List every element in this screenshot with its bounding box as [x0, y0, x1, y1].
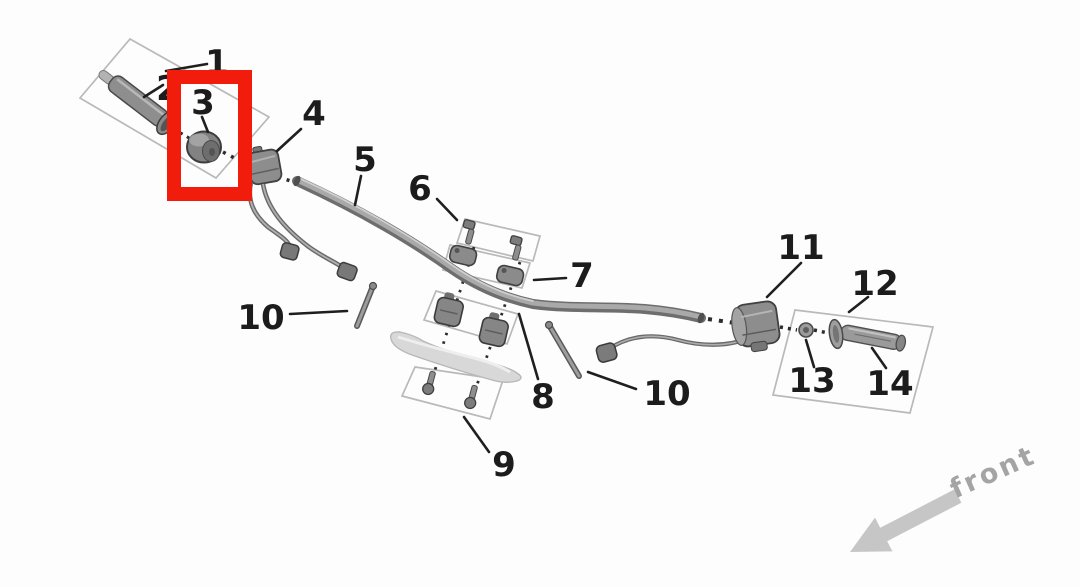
bridge-highlight — [397, 335, 511, 374]
bar-end-right — [697, 312, 705, 324]
handlebar-tube — [292, 176, 706, 323]
leader-12 — [847, 295, 870, 314]
left-switch-cables — [247, 181, 358, 282]
knob-center — [209, 148, 215, 156]
bolt-head — [422, 382, 435, 396]
clamp-hole — [501, 268, 507, 274]
pin-head — [544, 320, 554, 330]
dashed-axis-nut-grip — [813, 328, 829, 335]
knob-highlight — [189, 133, 209, 147]
tube-end-cap — [895, 334, 907, 352]
cable-1-connector — [279, 242, 300, 261]
leader-10-left — [288, 309, 349, 316]
leader-4 — [275, 127, 303, 153]
group-box-parts-1-3 — [78, 37, 271, 180]
part-11-throttle-housing — [731, 300, 781, 353]
bolt-head — [462, 219, 476, 231]
bolt-head — [509, 235, 523, 247]
callout-13[interactable]: 13 — [788, 361, 835, 401]
callout-10-right[interactable]: 10 — [643, 374, 690, 414]
handlebar-sheen — [294, 177, 704, 320]
dashed-axis-grip-knob — [173, 127, 190, 140]
callout-8[interactable]: 8 — [531, 377, 555, 417]
leader-1 — [164, 62, 209, 73]
throttle-cable — [595, 334, 747, 363]
cable-3-connector — [595, 342, 618, 363]
cable-3 — [607, 334, 747, 351]
part-3-bar-end-weight — [186, 130, 222, 164]
clamp-hole — [454, 248, 460, 254]
bar-end-left — [293, 175, 301, 187]
housing-facet-dark — [742, 328, 777, 336]
part-6-clamp-bolts — [462, 219, 523, 261]
highlight-box-part-3[interactable] — [167, 70, 252, 201]
bolt-head — [464, 396, 477, 410]
part-9-riser-bolts — [422, 370, 478, 410]
handlebar-glint — [298, 177, 534, 302]
pin-head — [368, 281, 378, 291]
leader-9 — [462, 415, 491, 454]
group-box-part-6 — [455, 218, 542, 263]
leader-8 — [517, 312, 540, 381]
dashed-axis-throttle-nut — [779, 325, 798, 332]
housing-facet-light — [740, 309, 773, 319]
callout-4[interactable]: 4 — [302, 94, 326, 134]
leader-10-right — [586, 370, 638, 391]
housing-facet-light — [250, 154, 276, 164]
front-arrow-icon — [850, 489, 962, 552]
callout-5[interactable]: 5 — [353, 140, 377, 180]
part-10-pin-left — [354, 281, 378, 329]
tube-flange-bore — [832, 325, 840, 343]
callout-9[interactable]: 9 — [492, 445, 516, 485]
callout-11[interactable]: 11 — [777, 228, 824, 268]
leader-2 — [142, 83, 165, 99]
leader-11 — [765, 261, 803, 299]
pin-body — [547, 323, 581, 378]
clamp-facet — [439, 309, 458, 315]
tube-ridge — [854, 333, 892, 342]
front-direction-indicator: front — [850, 440, 1041, 552]
group-box-part-8 — [422, 289, 520, 346]
part-5-handlebar — [292, 175, 706, 324]
leader-5 — [353, 174, 363, 207]
nut-bore — [803, 327, 809, 333]
part-13-ring-nut — [798, 322, 814, 338]
part-10-pin-right — [544, 320, 582, 379]
leader-7 — [532, 276, 568, 282]
leader-6 — [435, 197, 459, 222]
part-7-upper-clamps — [448, 244, 525, 287]
leader-14 — [870, 346, 888, 370]
callout-12[interactable]: 12 — [851, 264, 898, 304]
leader-3 — [200, 115, 210, 134]
leader-13 — [804, 338, 816, 369]
grip-highlight — [116, 78, 166, 117]
cable-2-connector — [336, 261, 358, 282]
tube-sheen — [848, 327, 896, 339]
front-label: front — [945, 440, 1041, 505]
dashed-axis-bar-throttle — [707, 317, 736, 325]
callout-7[interactable]: 7 — [570, 256, 594, 296]
clamp-facet — [484, 329, 503, 335]
housing-tab — [750, 340, 768, 353]
part-8-lower-clamps — [433, 292, 509, 348]
bolt-shaft — [512, 244, 522, 261]
callout-10-left[interactable]: 10 — [237, 298, 284, 338]
pin-body — [355, 284, 375, 328]
cable-2-sheen — [262, 183, 343, 268]
callout-6[interactable]: 6 — [408, 169, 432, 209]
group-box-part-9 — [400, 366, 505, 421]
callout-14[interactable]: 14 — [866, 364, 913, 404]
housing-facet-dark — [251, 167, 279, 175]
part-14-throttle-tube — [828, 318, 907, 352]
group-box-parts-12-14 — [771, 309, 935, 414]
bolt-shaft — [465, 228, 475, 245]
cable-3-sheen — [608, 335, 747, 350]
callout-3[interactable]: 3 — [191, 83, 215, 123]
